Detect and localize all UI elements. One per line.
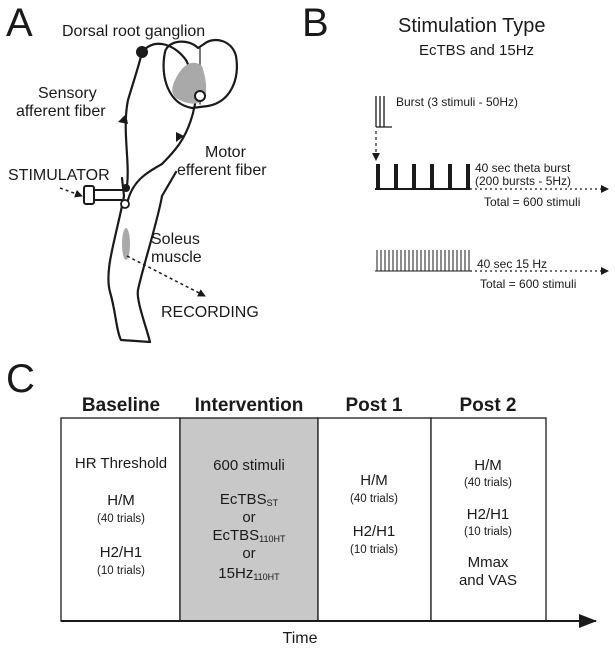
intervention-ectbs-st: EcTBSST [220,491,279,508]
theta-label-line2: (200 bursts - 5Hz) [475,174,571,188]
drg-label: Dorsal root ganglion [62,23,205,40]
panel-c-letter: C [6,357,35,401]
motor-neuron-circle [194,90,206,102]
post2-hm-trials: (40 trials) [464,477,512,489]
dorsal-root-ganglion-dot [136,46,148,58]
post1-h2h1-trials: (10 trials) [350,544,398,556]
post1-hm-trials: (40 trials) [350,493,398,505]
post2-hm: H/M [474,457,502,474]
stimulation-site-circle [120,199,130,209]
theta-burst-train [375,164,470,190]
hz15-label: 40 sec 15 Hz [477,257,547,271]
theta-label-line1: 40 sec theta burst [475,161,571,175]
time-label: Time [283,630,318,647]
soleus-label-line1: Soleus [151,231,200,248]
post2-h2h1-trials: (10 trials) [464,526,512,538]
motor-label-line1: Motor [205,144,247,161]
post2-h2h1: H2/H1 [467,506,510,523]
spinal-cord-section [162,38,238,110]
fiber-direction-arrow [176,132,184,142]
panel-b-letter: B [302,1,329,45]
baseline-h2h1: H2/H1 [100,544,143,561]
baseline-hm-trials: (40 trials) [97,513,145,525]
stimulator-probe [83,185,124,205]
intervention-or-2: or [242,545,255,562]
post1-h2h1: H2/H1 [353,523,396,540]
baseline-header: Baseline [82,395,160,416]
fiber-direction-arrow [118,114,128,124]
motor-label-line2: efferent fiber [177,162,267,179]
soleus-muscle-shape [122,228,130,260]
intervention-stimuli: 600 stimuli [213,457,285,474]
intervention-15hz-110ht: 15Hz110HT [218,565,280,582]
stimulation-title: Stimulation Type [398,15,546,37]
post2-mmax: Mmax [468,554,509,571]
hz15-train [375,250,470,272]
recording-arrow [126,255,206,297]
burst-waveform [375,96,392,128]
sensory-label-line2: afferent fiber [16,103,106,120]
hz15-total: Total = 600 stimuli [480,277,576,291]
baseline-threshold: HR Threshold [75,455,167,472]
recording-label: RECORDING [161,304,259,321]
baseline-h2h1-trials: (10 trials) [97,565,145,577]
post1-box [317,417,432,622]
leg-outline [107,194,164,344]
intervention-ectbs-110ht: EcTBS110HT [212,527,286,544]
soleus-label-line2: muscle [151,249,202,266]
stimulator-arrow [59,187,83,198]
stimulation-subtitle: EcTBS and 15Hz [419,42,534,59]
burst-label: Burst (3 stimuli - 50Hz) [396,95,518,109]
stimulator-label: STIMULATOR [8,167,110,184]
post2-vas: and VAS [459,572,517,589]
panel-a-letter: A [6,1,33,45]
motor-efferent-fiber [125,96,198,206]
intervention-header: Intervention [195,395,304,416]
baseline-hm: H/M [107,492,135,509]
post2-header: Post 2 [459,395,516,416]
intervention-or-1: or [242,509,255,526]
post1-hm: H/M [360,472,388,489]
post2-box [430,417,547,622]
post1-header: Post 1 [345,395,402,416]
theta-total: Total = 600 stimuli [484,195,580,209]
sensory-label-line1: Sensory [38,85,97,102]
intervention-box [179,417,319,622]
